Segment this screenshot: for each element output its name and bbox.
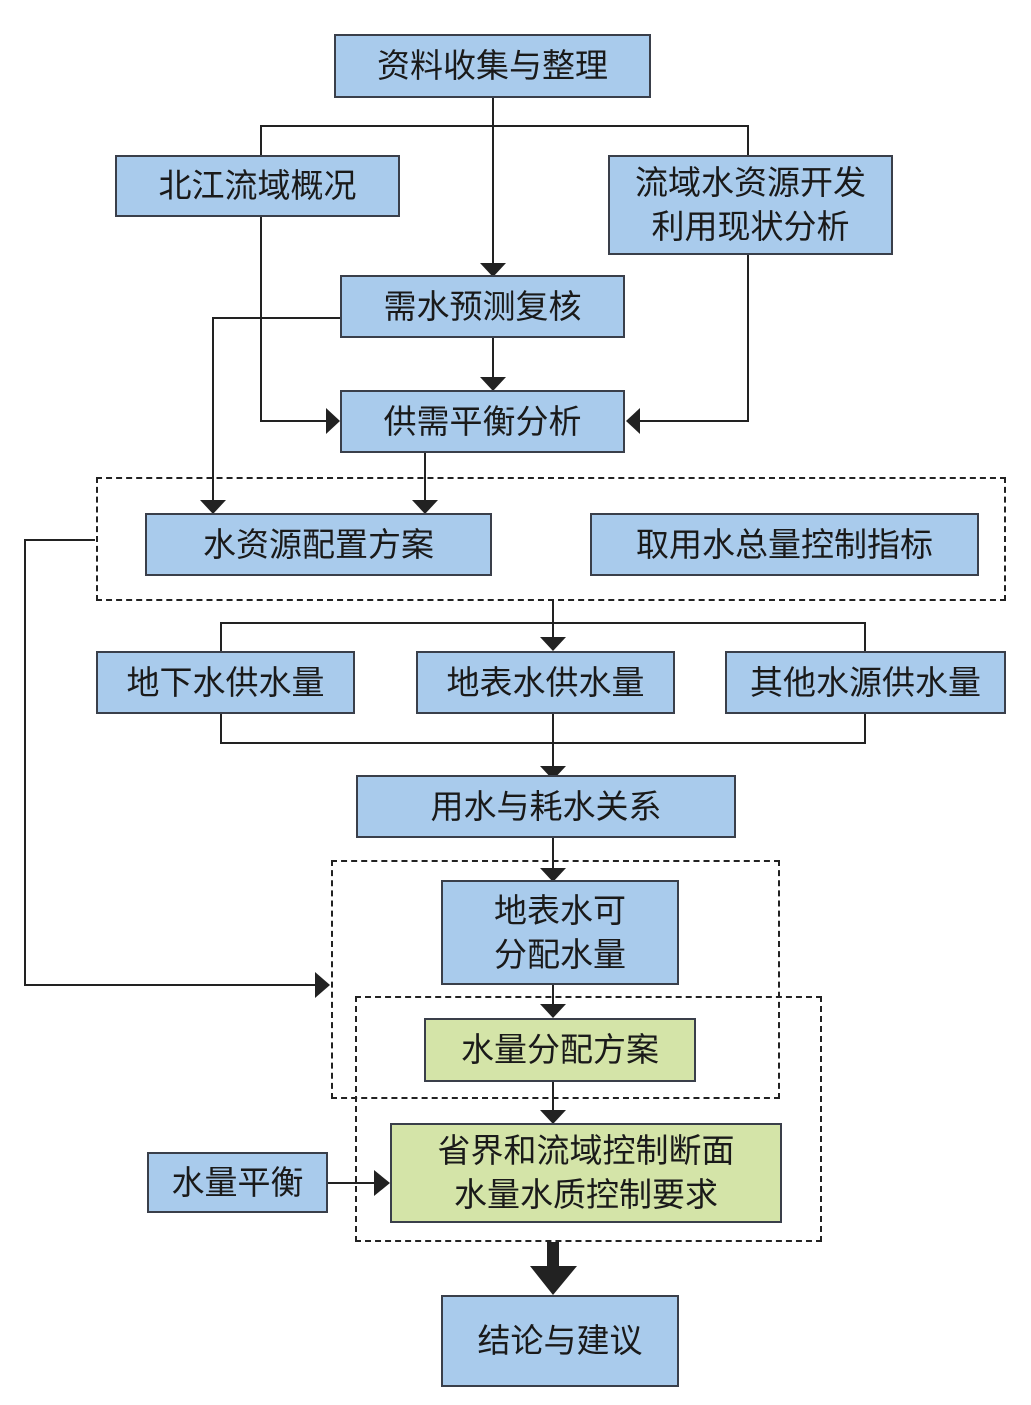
node-surface-allocatable: 地表水可分配水量 — [441, 880, 679, 985]
thick-arrow-shaft — [547, 1242, 559, 1268]
line-demand-allocation — [212, 317, 340, 500]
arrow-balance-top — [480, 377, 506, 391]
arrow-allocation-2 — [412, 500, 438, 514]
line-supply-bottom — [220, 714, 866, 744]
arrow-surface-alloc — [540, 868, 566, 882]
node-use-consume: 用水与耗水关系 — [356, 775, 736, 838]
arrow-demand — [480, 263, 506, 277]
node-surface-alloc-line2: 分配水量 — [494, 934, 626, 974]
arrow-waterbalance — [374, 1170, 390, 1196]
line-feedback — [24, 539, 315, 986]
node-other-label: 其他水源供水量 — [750, 662, 981, 702]
node-collect-label: 资料收集与整理 — [377, 46, 608, 85]
node-total-control-label: 取用水总量控制指标 — [636, 524, 933, 564]
node-demand: 需水预测复核 — [340, 275, 625, 338]
node-water-plan: 水量分配方案 — [424, 1018, 696, 1082]
node-balance: 供需平衡分析 — [340, 390, 625, 453]
node-conclusion: 结论与建议 — [441, 1295, 679, 1387]
node-status-line1: 流域水资源开发 — [635, 163, 866, 202]
arrow-req — [540, 1110, 566, 1124]
node-water-plan-label: 水量分配方案 — [461, 1030, 659, 1069]
arrow-use — [540, 766, 566, 780]
node-beijiang-label: 北江流域概况 — [158, 166, 357, 205]
node-water-balance: 水量平衡 — [147, 1152, 328, 1213]
node-allocation: 水资源配置方案 — [145, 513, 492, 576]
node-demand-label: 需水预测复核 — [383, 286, 582, 326]
arrow-balance-left — [326, 408, 340, 434]
node-control-requirement: 省界和流域控制断面水量水质控制要求 — [390, 1123, 782, 1223]
node-surface-supply: 地表水供水量 — [416, 651, 675, 714]
arrow-balance-right — [626, 408, 640, 434]
line-beijiang-balance — [260, 217, 330, 422]
node-surface-label: 地表水供水量 — [446, 662, 645, 702]
node-collect: 资料收集与整理 — [334, 34, 651, 98]
node-groundwater: 地下水供水量 — [96, 651, 355, 714]
node-other-supply: 其他水源供水量 — [725, 651, 1006, 714]
node-allocation-label: 水资源配置方案 — [203, 524, 434, 564]
arrow-surface-supply — [540, 637, 566, 651]
node-water-balance-label: 水量平衡 — [171, 1162, 304, 1202]
line-supply-top — [220, 622, 866, 652]
node-status-line2: 利用现状分析 — [651, 207, 850, 246]
node-status-analysis: 流域水资源开发利用现状分析 — [608, 155, 893, 255]
node-balance-label: 供需平衡分析 — [383, 401, 582, 441]
thick-arrow-head — [530, 1266, 577, 1295]
node-groundwater-label: 地下水供水量 — [126, 662, 325, 702]
arrow-feedback — [315, 972, 330, 998]
node-req-line1: 省界和流域控制断面 — [437, 1131, 735, 1170]
node-beijiang: 北江流域概况 — [115, 155, 400, 217]
node-surface-alloc-line1: 地表水可 — [494, 890, 626, 930]
arrow-allocation-1 — [200, 500, 226, 514]
node-use-consume-label: 用水与耗水关系 — [430, 786, 662, 826]
node-conclusion-label: 结论与建议 — [477, 1321, 643, 1360]
line-status-balance — [640, 255, 749, 422]
node-req-line2: 水量水质控制要求 — [454, 1175, 718, 1214]
node-total-control: 取用水总量控制指标 — [590, 513, 979, 576]
line-collect-branches — [260, 125, 749, 155]
arrow-plan — [540, 1004, 566, 1018]
